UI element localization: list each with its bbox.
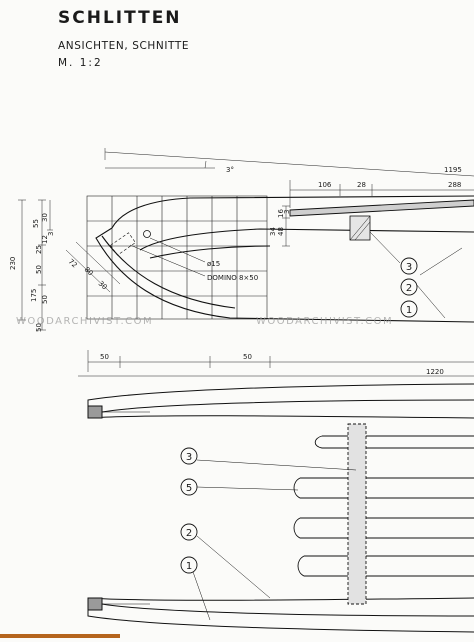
plan-seat-slats	[293, 435, 474, 577]
bottom-dim-lines	[78, 350, 474, 377]
dim-30: 30	[41, 213, 49, 222]
dim-30-tip: 30	[97, 280, 109, 292]
dim-34: 34	[269, 227, 277, 236]
callout-plan-2: 2	[180, 523, 198, 541]
callout-side-3: 3	[400, 257, 418, 275]
side-view-grid	[86, 195, 268, 320]
plan-crossbar	[347, 423, 367, 605]
domino-mortise	[110, 232, 136, 256]
side-callout-leaders	[369, 231, 463, 319]
dim-50-mid: 50	[243, 353, 252, 361]
dim-106: 106	[318, 181, 332, 189]
dim-3: 3	[47, 232, 55, 236]
dim-72: 72	[67, 258, 79, 270]
watermark-right: WOODARCHIVIST.COM	[256, 316, 394, 327]
callout-side-2: 2	[400, 278, 418, 296]
angle-label: 3°	[226, 166, 234, 174]
drawing-subtitle: ANSICHTEN, SCHNITTE	[58, 40, 190, 52]
dim-50-left: 50	[100, 353, 109, 361]
seat-slat-side	[289, 199, 474, 241]
svg-text:2: 2	[406, 283, 412, 294]
dim-48: 48	[277, 227, 285, 236]
dim-50c: 50	[35, 323, 43, 332]
bottom-accent-bar	[0, 634, 120, 638]
top-length-line	[104, 148, 474, 177]
watermark-left: WOODARCHIVIST.COM	[16, 316, 154, 327]
hole-label: ø15	[207, 260, 220, 268]
drawing-title: SCHLITTEN	[58, 8, 182, 28]
dim-175: 175	[30, 289, 38, 302]
side-view-runner	[95, 195, 474, 323]
dim-80: 80	[83, 266, 95, 278]
annotation-leaders	[129, 237, 206, 277]
svg-text:1: 1	[406, 305, 412, 316]
callout-plan-1: 1	[180, 556, 198, 574]
svg-text:2: 2	[186, 528, 192, 539]
plan-callout-leaders	[191, 459, 357, 621]
plan-runner-top	[87, 383, 474, 419]
dim-50b: 50	[41, 295, 49, 304]
drawing-scale: M. 1:2	[58, 57, 103, 69]
svg-text:3: 3	[406, 262, 412, 273]
svg-text:1: 1	[186, 561, 192, 572]
dim-28: 28	[357, 181, 366, 189]
dim-50a: 50	[35, 265, 43, 274]
callout-plan-5: 5	[180, 478, 198, 496]
svg-text:5: 5	[186, 483, 192, 494]
hole-marker	[143, 230, 151, 238]
dim-16: 16	[277, 209, 285, 218]
callout-plan-3: 3	[180, 447, 198, 465]
tip-dimension-lines	[65, 241, 121, 293]
domino-label: DOMINO 8×50	[207, 274, 258, 282]
callout-side-1: 1	[400, 300, 418, 318]
segment-dim-lines	[289, 180, 474, 208]
dim-12: 12	[41, 235, 49, 244]
dim-288: 288	[448, 181, 461, 189]
dim-25: 25	[35, 245, 43, 254]
dim-55: 55	[32, 219, 40, 228]
dim-3-right: 3	[283, 210, 291, 214]
plan-runner-bottom	[87, 597, 474, 633]
dim-1220: 1220	[426, 368, 444, 376]
dim-1195: 1195	[444, 166, 462, 174]
dim-230: 230	[9, 257, 17, 270]
right-dim-lines	[282, 205, 290, 247]
left-dimension-lines	[18, 199, 53, 331]
svg-text:3: 3	[186, 452, 192, 463]
